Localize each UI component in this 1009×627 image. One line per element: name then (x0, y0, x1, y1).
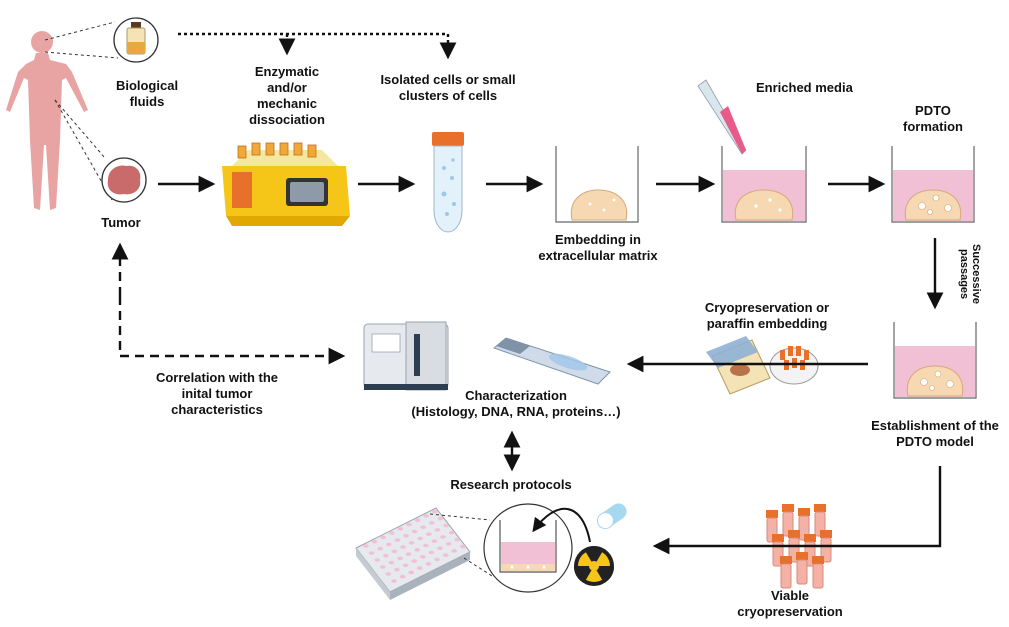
well-plate-icon (355, 507, 471, 600)
plate-well (394, 538, 401, 542)
plate-well (426, 532, 432, 536)
plate-well (417, 536, 424, 541)
plate-well (451, 549, 458, 553)
plate-well (411, 529, 418, 534)
plate-well (434, 528, 441, 532)
enriched-media-well-icon (697, 79, 807, 223)
label-tumor: Tumor (101, 215, 141, 230)
pill-capsule-icon (596, 503, 627, 530)
paraffin-block-icon (706, 336, 771, 395)
leader-lines (44, 21, 119, 201)
flow-arrows (158, 175, 944, 555)
plate-well (417, 566, 423, 570)
plate-well (408, 541, 415, 545)
plate-well (397, 556, 403, 561)
sequencer-machine-icon (363, 321, 449, 391)
label-characterization: Characterization(Histology, DNA, RNA, pr… (411, 388, 621, 419)
plate-well (445, 542, 452, 546)
plate-well (391, 549, 398, 554)
plate-well (380, 565, 386, 569)
plate-well (432, 509, 438, 514)
plate-well (411, 559, 418, 563)
plate-well (394, 567, 400, 572)
plate-well (386, 542, 392, 547)
pipette-icon (697, 79, 747, 155)
plate-well (443, 523, 449, 528)
plate-well (442, 553, 449, 557)
plate-well (420, 555, 426, 559)
plate-well (380, 535, 387, 540)
biological-fluid-bottle-icon (113, 17, 159, 63)
cryovial (812, 556, 824, 589)
plate-well (397, 527, 404, 531)
plate-well (460, 544, 466, 549)
plate-well (420, 525, 427, 529)
plate-well (371, 539, 378, 544)
plate-well (385, 572, 392, 576)
plate-well (437, 516, 444, 521)
radiation-icon (573, 545, 615, 586)
established-model-well-icon (893, 322, 977, 399)
plate-well (374, 558, 381, 562)
plate-well (399, 574, 406, 579)
cryovials-icon (766, 504, 832, 589)
label-enriched-media: Enriched media (756, 80, 853, 95)
plate-well (377, 546, 384, 551)
plate-well (388, 560, 395, 565)
plate-well (405, 552, 412, 556)
zoom-well-icon (483, 503, 573, 593)
plate-well (389, 531, 395, 535)
tumor-icon (101, 157, 147, 203)
cryovial (780, 556, 792, 589)
human-figure-icon (6, 31, 88, 210)
plate-well (403, 534, 409, 538)
plate-well (391, 579, 397, 583)
dotted-distribution-line (178, 32, 457, 60)
plate-well (448, 530, 455, 535)
plate-well (402, 563, 409, 568)
pdto-formation-well-icon (891, 146, 975, 223)
plate-well (437, 546, 443, 550)
plate-well (414, 518, 421, 522)
plate-well (423, 543, 429, 548)
embedding-well-icon (555, 146, 639, 223)
plate-well (383, 553, 389, 558)
zoom-leader-lines (429, 513, 493, 577)
cell-tube-icon (432, 132, 464, 233)
plate-well (368, 551, 375, 555)
label-research-protocols: Research protocols (450, 477, 572, 492)
dissociator-device-icon (222, 142, 350, 226)
plate-well (406, 522, 412, 527)
plate-well (423, 514, 430, 518)
correlation-dashed-arrows (111, 242, 346, 365)
cryovial (796, 552, 808, 585)
histology-slide-icon (492, 337, 611, 385)
plate-well (400, 545, 406, 549)
plate-well (431, 539, 438, 543)
plate-well (414, 548, 421, 552)
plate-well (363, 544, 369, 548)
treatment-curved-arrow (532, 507, 591, 543)
plate-well (440, 535, 446, 539)
plate-well (428, 550, 435, 555)
plate-well (429, 521, 435, 525)
plate-well (454, 537, 461, 542)
plate-well (425, 562, 432, 566)
plate-well (434, 557, 440, 562)
plate-well (408, 570, 415, 575)
